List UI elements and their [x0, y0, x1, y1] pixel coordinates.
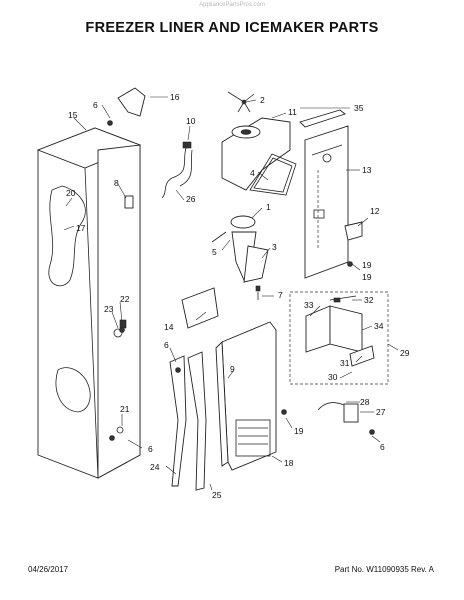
callout-labels: 1 2 3 4 5 6 7 8 9 10 11 12 13 14 15 16 1…: [66, 92, 410, 500]
water-valve: [343, 403, 359, 423]
shelf-bracket: [181, 287, 219, 329]
callout-7: 7: [278, 290, 283, 300]
callout-28: 28: [360, 397, 370, 407]
watermark: AppliancePartsPros.com: [199, 2, 265, 8]
callout-27: 27: [376, 407, 386, 417]
callout-5: 5: [212, 247, 217, 257]
callout-17: 17: [76, 223, 86, 233]
callout-6-b: 6: [164, 340, 169, 350]
icemaker: [305, 295, 375, 367]
callout-31: 31: [340, 358, 350, 368]
callout-19: 19: [362, 272, 372, 282]
callout-6-d: 6: [380, 442, 385, 452]
callout-24: 24: [150, 462, 160, 472]
wire-harness: [161, 147, 187, 199]
callout-32: 32: [364, 295, 374, 305]
page-title: FREEZER LINER AND ICEMAKER PARTS: [85, 20, 379, 36]
callout-29: 29: [400, 348, 410, 358]
callout-34: 34: [374, 321, 384, 331]
callout-15: 15: [68, 110, 78, 120]
evaporator-fan-assembly: [221, 91, 291, 191]
callout-25: 25: [212, 490, 222, 500]
callout-6: 6: [93, 100, 98, 110]
top-trim: [299, 109, 346, 128]
callout-4: 4: [250, 168, 255, 178]
callout-35: 35: [354, 103, 364, 113]
callout-16: 16: [170, 92, 180, 102]
callout-33: 33: [304, 300, 314, 310]
leader-lines: [63, 96, 399, 491]
callout-12: 12: [370, 206, 380, 216]
callout-20: 20: [66, 188, 76, 198]
revision-date: 04/26/2017: [28, 565, 69, 574]
callout-26: 26: [186, 194, 196, 204]
ice-chute: [211, 215, 269, 300]
callout-2: 2: [260, 95, 265, 105]
rear-panel: [304, 125, 349, 279]
callout-13: 13: [362, 165, 372, 175]
rail-right: [187, 351, 207, 491]
callout-1: 1: [266, 202, 271, 212]
rear-bracket: [344, 221, 363, 241]
callout-19-c: 19: [362, 260, 372, 270]
callout-14: 14: [164, 322, 174, 332]
rail-left: [169, 355, 187, 487]
callout-23: 23: [104, 304, 114, 314]
callout-30: 30: [328, 372, 338, 382]
callout-22: 22: [120, 294, 130, 304]
callout-3: 3: [272, 242, 277, 252]
callout-11: 11: [288, 107, 297, 117]
callout-6-c: 6: [148, 444, 153, 454]
clip: [124, 195, 134, 209]
callout-10: 10: [186, 116, 196, 126]
part-number: Part No. W11090935 Rev. A: [334, 565, 434, 574]
fill-tube: [317, 402, 347, 411]
divider-panel: [215, 321, 277, 471]
freezer-liner: [36, 127, 142, 479]
duct-gasket: [249, 153, 297, 196]
callout-21: 21: [120, 404, 130, 414]
callout-8: 8: [114, 178, 119, 188]
top-bracket: [117, 87, 146, 117]
callout-18: 18: [284, 458, 294, 468]
callout-19-b: 19: [294, 426, 304, 436]
callout-9: 9: [230, 364, 235, 374]
